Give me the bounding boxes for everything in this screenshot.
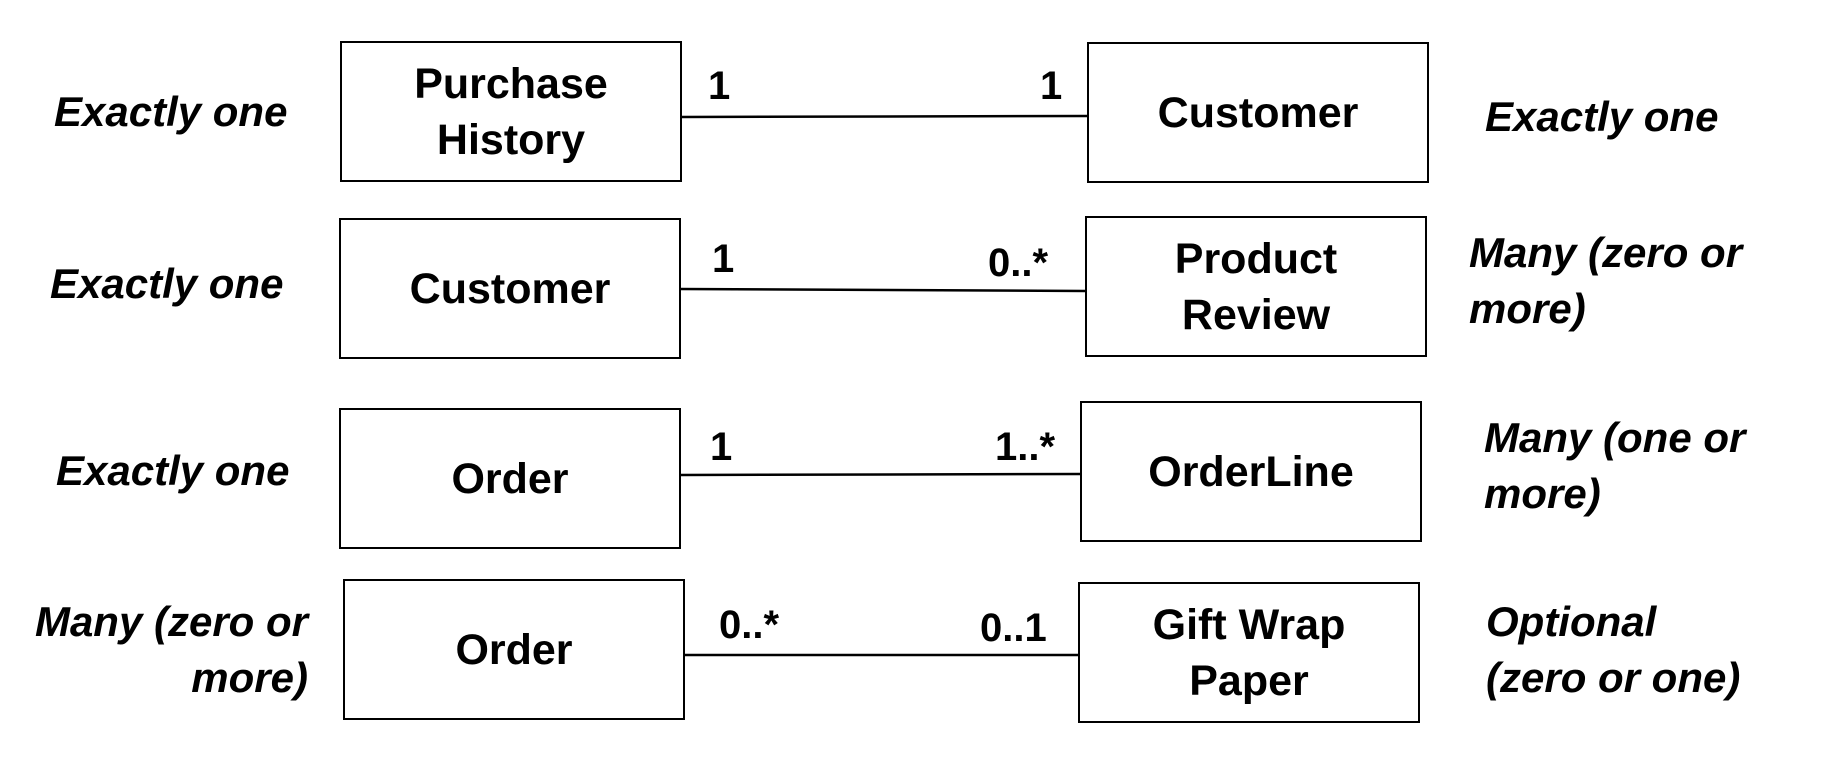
class-box-order[interactable]: Order <box>343 579 685 720</box>
left-note-4: Many (zero or more) <box>34 598 308 701</box>
class-name: Customer <box>409 264 611 313</box>
right-multiplicity-4: 0..1 <box>980 606 1047 650</box>
class-name: Product Review <box>1174 234 1338 339</box>
class-name: Order <box>451 454 569 503</box>
class-box-orderline[interactable]: OrderLine <box>1080 401 1422 542</box>
class-name: Purchase History <box>414 59 608 164</box>
right-multiplicity-1: 1 <box>1040 64 1063 108</box>
left-note-3: Exactly one <box>56 447 290 494</box>
left-multiplicity-3: 1 <box>710 425 733 469</box>
right-note-4: Optional (zero or one) <box>1486 598 1741 701</box>
right-multiplicity-2: 0..* <box>988 241 1049 285</box>
association-line-3 <box>678 472 1086 477</box>
association-line-1 <box>680 114 1089 119</box>
class-name: OrderLine <box>1148 447 1354 496</box>
left-multiplicity-2: 1 <box>712 237 735 281</box>
right-note-2: Many (zero or more) <box>1469 229 1743 332</box>
left-note-1: Exactly one <box>54 88 288 135</box>
association-line-2 <box>678 287 1087 293</box>
class-box-customer[interactable]: Customer <box>1087 42 1429 183</box>
class-box-purchase-history[interactable]: Purchase History <box>340 41 682 182</box>
class-box-order[interactable]: Order <box>339 408 681 549</box>
right-note-3: Many (one or more) <box>1484 414 1746 517</box>
left-note-2: Exactly one <box>50 260 284 307</box>
class-name: Order <box>455 625 573 674</box>
class-box-product-review[interactable]: Product Review <box>1085 216 1427 357</box>
right-note-1: Exactly one <box>1485 93 1719 140</box>
left-multiplicity-4: 0..* <box>719 603 780 647</box>
class-box-gift-wrap-paper[interactable]: Gift Wrap Paper <box>1078 582 1420 723</box>
class-box-customer[interactable]: Customer <box>339 218 681 359</box>
right-multiplicity-3: 1..* <box>995 425 1056 469</box>
class-name: Customer <box>1157 88 1359 137</box>
left-multiplicity-1: 1 <box>708 64 731 108</box>
class-name: Gift Wrap Paper <box>1152 600 1346 705</box>
